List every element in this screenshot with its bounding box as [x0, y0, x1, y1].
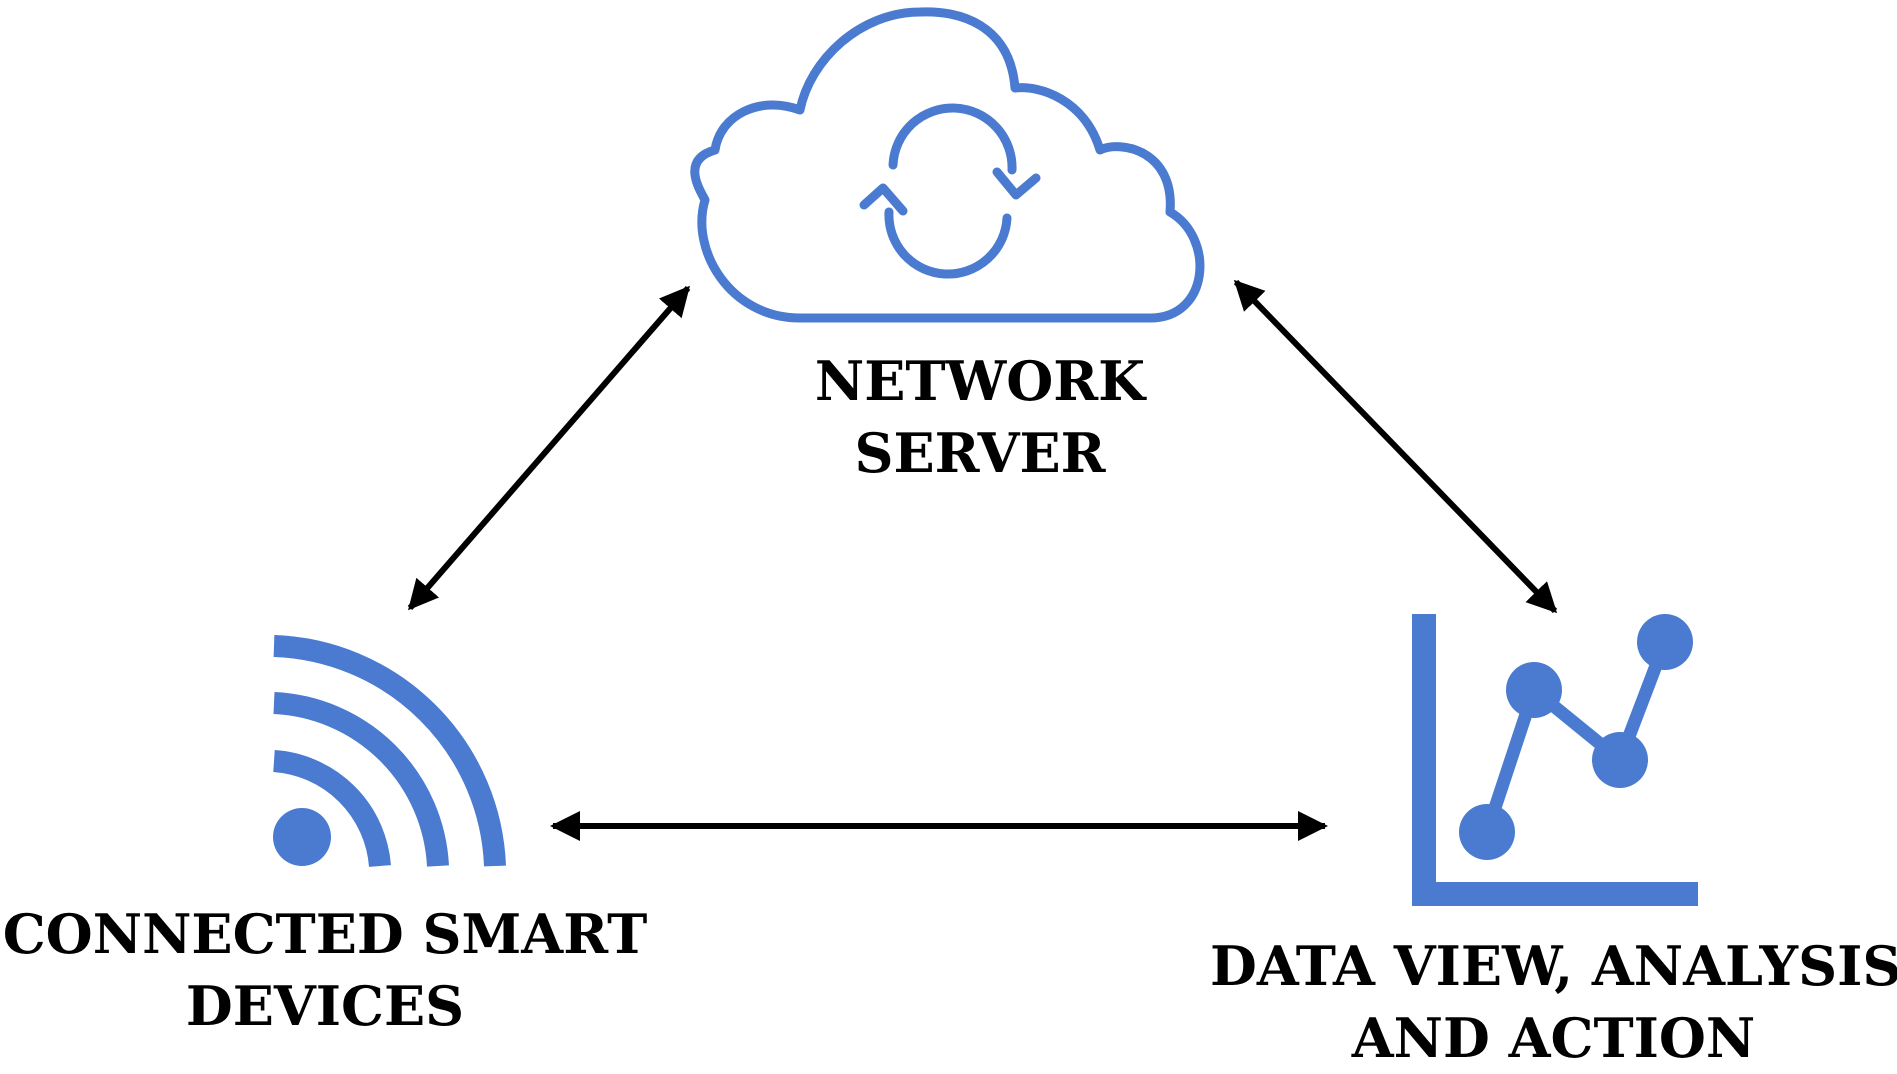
signal-arc-3 [273, 635, 506, 867]
chart-point [1592, 732, 1648, 788]
data-view-label: DATA VIEW, ANALYSIS AND ACTION [1210, 930, 1897, 1074]
network-server-label: NETWORK SERVER [770, 345, 1190, 489]
sync-arrowhead-top [992, 167, 1041, 200]
smart-devices-label-line-2: DEVICES [185, 974, 465, 1038]
chart-point [1459, 804, 1515, 860]
chart-axes [1412, 614, 1698, 906]
chart-line [1480, 639, 1672, 835]
data-view-label-line-2: AND ACTION [1351, 1006, 1756, 1070]
signal-dot [273, 808, 331, 866]
arrow-devices-to-server [407, 285, 691, 611]
line-chart-icon [1412, 614, 1698, 906]
cloud-sync-icon [690, 7, 1205, 323]
data-view-label-line-1: DATA VIEW, ANALYSIS [1210, 934, 1897, 998]
chart-point [1506, 662, 1562, 718]
wireless-signal-icon [273, 635, 506, 868]
arrow-server-to-data [1233, 279, 1558, 614]
network-server-label-line-2: SERVER [854, 421, 1106, 485]
smart-devices-label: CONNECTED SMART DEVICES [0, 898, 650, 1042]
cloud-outline [690, 7, 1205, 323]
signal-arc-1 [273, 750, 391, 868]
chart-point [1637, 614, 1693, 670]
smart-devices-label-line-1: CONNECTED SMART [2, 902, 648, 966]
network-server-label-line-1: NETWORK [814, 349, 1146, 413]
sync-arrowhead-bottom [859, 183, 908, 216]
signal-arc-2 [273, 692, 449, 867]
sync-arc-top [888, 103, 1017, 175]
sync-arc-bottom [884, 207, 1012, 279]
